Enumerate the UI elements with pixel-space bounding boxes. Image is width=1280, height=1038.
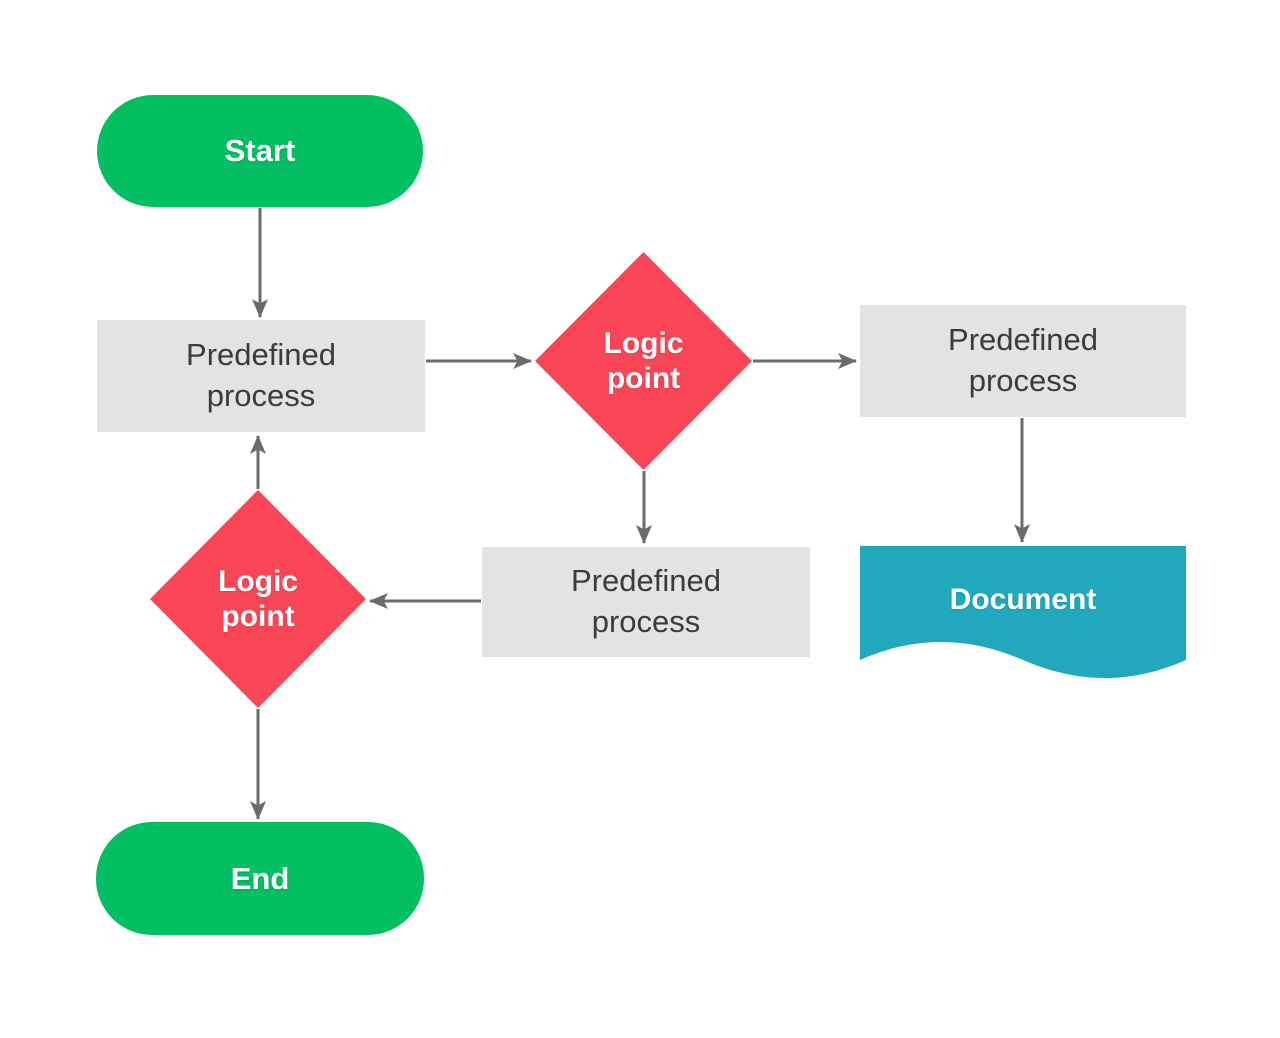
node-predefined-process-1-label: Predefined process xyxy=(186,337,336,413)
node-predefined-process-2: Predefined process xyxy=(860,305,1186,417)
node-predefined-process-3-label: Predefined process xyxy=(571,563,721,639)
node-logic-point-1-label: Logic point xyxy=(603,326,684,395)
node-logic-point-2: Logic point xyxy=(150,490,366,708)
node-end-label: End xyxy=(230,860,290,896)
node-start-label: Start xyxy=(224,133,296,168)
node-document: Document xyxy=(860,546,1186,678)
node-predefined-process-3: Predefined process xyxy=(482,547,810,657)
node-logic-point-1: Logic point xyxy=(535,252,752,470)
document-shape xyxy=(860,546,1186,678)
node-start: Start xyxy=(97,95,423,207)
node-end: End xyxy=(96,822,424,935)
node-document-label: Document xyxy=(949,583,1097,616)
node-logic-point-2-label: Logic point xyxy=(218,564,298,633)
node-predefined-process-1: Predefined process xyxy=(97,320,425,432)
node-predefined-process-2-label: Predefined process xyxy=(948,322,1098,398)
